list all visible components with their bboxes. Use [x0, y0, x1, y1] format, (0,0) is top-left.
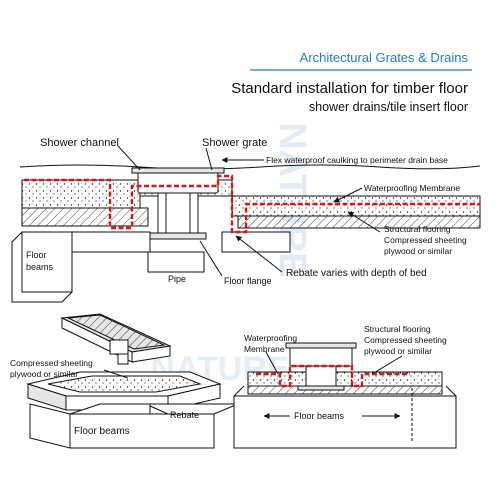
label-flex-caulking: Flex waterproof caulking to perimeter dr… [266, 155, 448, 165]
label-structural-br-2: Compressed sheeting [364, 335, 447, 345]
floor-beam-left [21, 231, 73, 293]
label-shower-channel: Shower channel [40, 137, 119, 149]
title-line-1: Standard installation for timber floor [231, 80, 468, 97]
label-floor-beams-bl: Floor beams [74, 426, 130, 437]
label-membrane-br-1: Waterproofing [244, 333, 297, 343]
label-compressed-sheeting-bl: Compressed sheeting [10, 358, 93, 368]
mortar-bed-left [21, 179, 141, 209]
shower-channel-body [137, 170, 219, 194]
mortar-bed-right [231, 195, 481, 217]
drain-outlet [157, 192, 199, 236]
shower-grate [131, 167, 225, 174]
waterproofing-membrane-bottom [256, 364, 410, 388]
structural-flooring-right [237, 215, 481, 229]
label-compressed-sheeting: Compressed sheeting [384, 235, 467, 245]
label-rebate-varies: Rebate varies with depth of bed [286, 268, 427, 279]
structural-flooring-left [21, 207, 149, 227]
label-pipe: Pipe [168, 274, 186, 284]
bottom-left-diagram [26, 313, 239, 449]
label-waterproofing-membrane: Waterproofing Membrane [364, 183, 460, 193]
label-beams: beams [26, 262, 54, 272]
label-rebate-bl: Rebate [170, 410, 199, 420]
title-line-2: shower drains/tile insert floor [309, 100, 468, 114]
top-section-diagram [11, 145, 481, 303]
floor-flange [149, 232, 207, 240]
label-structural-flooring: Structural flooring [384, 224, 451, 234]
label-floor-flange: Floor flange [224, 276, 272, 286]
label-plywood-bl: plywood or similar [10, 369, 78, 379]
floor-beam-center-left [71, 231, 151, 253]
brand-heading: Architectural Grates & Drains [300, 50, 469, 65]
pipe [147, 251, 205, 273]
label-floor: Floor [26, 250, 47, 260]
floor-beams-label-bg [290, 409, 362, 422]
label-shower-grate: Shower grate [202, 137, 267, 149]
label-plywood: plywood or similar [384, 246, 452, 256]
label-structural-br-1: Structural flooring [364, 324, 431, 334]
label-floor-beams-br: Floor beams [294, 411, 345, 421]
waterproofing-membrane-top [24, 174, 480, 234]
label-membrane-br-2: Membrane [244, 344, 285, 354]
floor-beam-center-right [221, 231, 291, 253]
label-structural-br-3: plywood or similar [364, 346, 432, 356]
